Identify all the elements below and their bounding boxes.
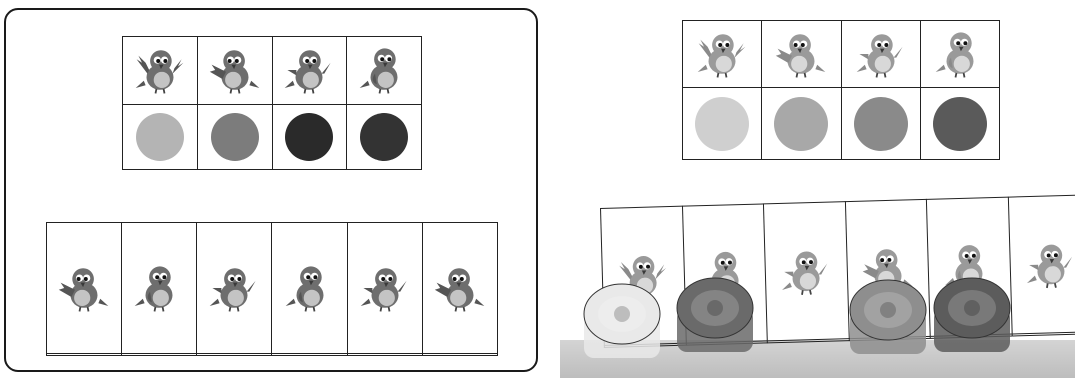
legend-bird-cell bbox=[197, 37, 272, 105]
bird-standing-icon bbox=[357, 43, 411, 97]
puzzle-bird-cell bbox=[347, 223, 422, 354]
bird-waving-icon bbox=[207, 261, 261, 315]
bottle-cap[interactable] bbox=[677, 278, 753, 352]
legend-bird-cell bbox=[347, 37, 422, 105]
legend-bird-cell bbox=[272, 37, 347, 105]
bird-tilted-icon bbox=[208, 43, 262, 97]
color-circle bbox=[358, 111, 410, 163]
answer-slot[interactable] bbox=[272, 353, 347, 355]
bird-waving-icon bbox=[282, 43, 336, 97]
legend-bird-cell bbox=[123, 37, 198, 105]
puzzle-bird-cell bbox=[272, 223, 347, 354]
legend-color-cell bbox=[347, 104, 422, 169]
legend-color-row bbox=[123, 104, 422, 169]
puzzle-bird-cell bbox=[47, 223, 122, 354]
puzzle-bird-cell bbox=[422, 223, 497, 354]
answer-slot[interactable] bbox=[47, 353, 122, 355]
bird-standing-icon bbox=[132, 261, 186, 315]
right-photo-panel bbox=[560, 0, 1075, 378]
legend-color-cell bbox=[123, 104, 198, 169]
answer-slot[interactable] bbox=[422, 353, 497, 355]
legend-bird-row bbox=[123, 37, 422, 105]
puzzle-bird-cell bbox=[197, 223, 272, 354]
bottle-cap[interactable] bbox=[850, 280, 926, 354]
bird-waving-icon bbox=[358, 261, 412, 315]
legend-color-cell bbox=[197, 104, 272, 169]
bird-flapping-icon bbox=[133, 43, 187, 97]
bird-standing-icon bbox=[283, 261, 337, 315]
bottle-cap[interactable] bbox=[934, 278, 1010, 352]
bird-tilted-icon bbox=[433, 261, 487, 315]
left-worksheet-panel bbox=[4, 8, 538, 372]
answer-slot[interactable] bbox=[122, 353, 197, 355]
color-circle bbox=[134, 111, 186, 163]
color-circle bbox=[283, 111, 335, 163]
color-circle bbox=[209, 111, 261, 163]
puzzle-table bbox=[46, 222, 498, 356]
bird-tilted-icon bbox=[57, 261, 111, 315]
legend-color-cell bbox=[272, 104, 347, 169]
puzzle-bird-row bbox=[47, 223, 498, 354]
puzzle-answer-row[interactable] bbox=[47, 353, 498, 355]
bottle-caps-layer bbox=[560, 0, 1075, 378]
bottle-cap[interactable] bbox=[584, 284, 660, 358]
answer-slot[interactable] bbox=[347, 353, 422, 355]
puzzle-bird-cell bbox=[122, 223, 197, 354]
answer-slot[interactable] bbox=[197, 353, 272, 355]
legend-table bbox=[122, 36, 422, 170]
